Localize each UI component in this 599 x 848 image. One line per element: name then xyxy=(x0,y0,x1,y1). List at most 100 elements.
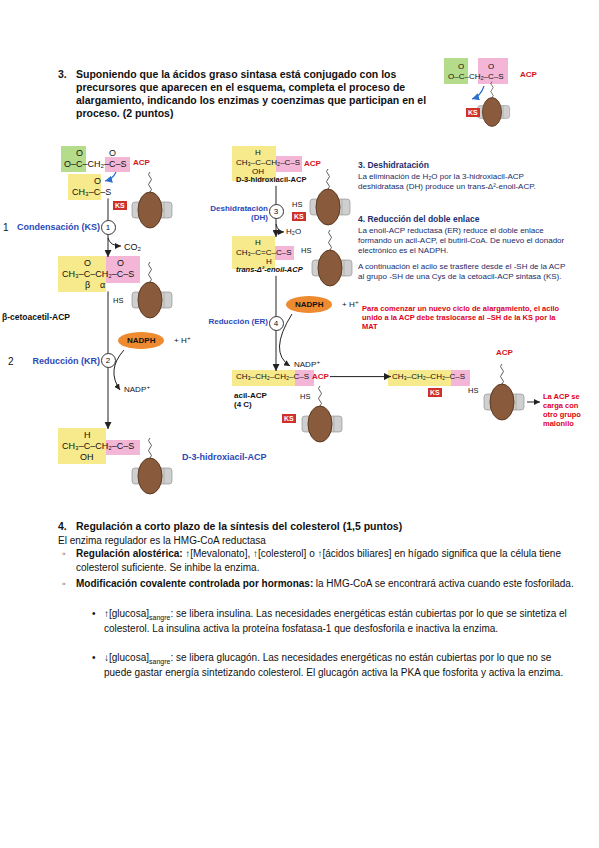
atom-label: D-3-hidroxiacil-ACP xyxy=(236,176,306,185)
atom-label: ACP xyxy=(312,372,329,381)
label-text: Reducción (ER) xyxy=(208,317,268,326)
text-block: acil-ACP (4 C) xyxy=(234,392,274,410)
atom-label: H xyxy=(255,238,261,247)
text-block: + H⁺ xyxy=(342,300,359,310)
text-block: HS xyxy=(292,200,302,209)
molecule-box: CH₃–C–CH₂–C–SHOHD-3-hidroxiacil-ACP xyxy=(236,148,306,185)
text-block: ◦ xyxy=(62,547,66,561)
formula-text: NADPH xyxy=(295,300,323,309)
text-block: El enzima regulador es la HMG-CoA reduct… xyxy=(58,534,578,548)
text-block: 3. Deshidratación xyxy=(358,160,429,171)
atom-label: O xyxy=(458,62,464,71)
text-block: KS xyxy=(292,212,306,221)
text-block: 4. Reducción del doble enlace xyxy=(358,214,479,225)
text-block: ◦ xyxy=(62,577,66,591)
label-text: ◦ xyxy=(62,578,66,589)
text-block: HS xyxy=(301,246,311,255)
atom-label: H xyxy=(84,430,91,440)
text-block: La enoil-ACP reductasa (ER) reduce el do… xyxy=(358,226,570,255)
text-block: HS xyxy=(113,296,123,305)
label-text: acil-ACP (4 C) xyxy=(234,391,267,409)
text-block: Regulación a corto plazo de la síntesis … xyxy=(76,520,576,533)
label-text: HS xyxy=(292,200,302,209)
label-text: 1 xyxy=(3,222,9,233)
atom-label: trans-Δ²-enoil-ACP xyxy=(236,266,303,275)
label-text: ACP xyxy=(496,348,513,357)
label-text: HS xyxy=(301,246,311,255)
label-text: HS xyxy=(113,296,123,305)
label-text: ACP xyxy=(520,70,537,79)
label-text: Reducción (KR) xyxy=(33,356,101,366)
text-block: KS xyxy=(466,108,480,117)
step-number: 3 xyxy=(269,204,284,219)
label-text: El enzima regulador es la HMG-CoA reduct… xyxy=(58,535,266,546)
label-text: ◦ xyxy=(62,548,66,559)
molecule-box: O–C–CH₂–C–SOO xyxy=(64,148,127,169)
text-block: ACP xyxy=(133,158,150,168)
illustration-path xyxy=(105,172,116,181)
text-block: Reducción (KR) xyxy=(20,356,100,367)
step-number: 4 xyxy=(269,316,284,331)
label-text: 4. Reducción del doble enlace xyxy=(358,214,479,224)
atom-label: β xyxy=(85,280,90,290)
label-text: ACP xyxy=(133,158,150,167)
molecule-box: CH₃–C–CH₂–C–SHOH xyxy=(62,430,134,462)
text-block: H₂O xyxy=(286,227,301,237)
text-block: ACP xyxy=(496,348,513,358)
label-text: A continuación el acilo se trasfiere des… xyxy=(358,262,565,281)
label-text: Para comenzar un nuevo ciclo de alargami… xyxy=(362,304,559,331)
text-block: 4. xyxy=(58,520,67,533)
text-block: 3. xyxy=(58,68,67,81)
atom-label: O xyxy=(76,148,83,158)
illustration-path xyxy=(108,238,121,246)
text-block: Para comenzar un nuevo ciclo de alargami… xyxy=(362,304,572,331)
label-text: ↓[glucosa] xyxy=(104,652,149,663)
label-text: Suponiendo que la ácidos graso sintasa e… xyxy=(76,68,426,119)
atom-label: O xyxy=(488,62,494,71)
label-text: KS xyxy=(294,213,304,220)
label-text: 4. xyxy=(58,520,67,532)
formula-text: CH₃–C–CH₂–C–S xyxy=(236,158,306,167)
text-block: ACP xyxy=(520,70,537,80)
label-text: Regulación alostérica: xyxy=(76,548,183,559)
label-text: HS xyxy=(300,392,310,401)
label-text: β-cetoacetil-ACP xyxy=(2,312,70,322)
formula-text: O–C–CH₂–C–S xyxy=(448,72,504,81)
text-block: • xyxy=(92,651,96,665)
label-text: D-3-hidroxiacil-ACP xyxy=(182,452,267,462)
label-text: sangre xyxy=(149,658,170,665)
formula-text: CH₃–C–CH₂–C–S xyxy=(62,441,134,451)
cofactor-ellipse: NADPH xyxy=(118,332,164,349)
illustration-use xyxy=(132,438,172,494)
atom-label: α xyxy=(100,280,105,290)
text-block: CO₂ xyxy=(124,242,141,253)
text-block: β-cetoacetil-ACP xyxy=(2,312,70,323)
label-text: + H⁺ xyxy=(342,300,359,309)
text-block: 2 xyxy=(8,356,14,369)
illustration-use xyxy=(132,172,172,228)
molecule-box: O–C–CH₂–C–SO O xyxy=(448,62,504,81)
text-block: La ACP se carga con otro grupo malonilo xyxy=(543,392,595,428)
label-text: Modificación covalente controlada por ho… xyxy=(76,578,313,589)
text-block: Regulación alostérica:↑[Mevalonato], ↑[c… xyxy=(76,547,581,574)
illustration-use xyxy=(312,230,352,286)
formula-text: CH₃–CH₂–CH₂–C–S xyxy=(236,372,309,381)
atom-label: O xyxy=(117,258,124,268)
formula-text: CH₃–C–S xyxy=(72,187,111,197)
label-text: + H⁺ xyxy=(174,336,191,345)
label-text: KS xyxy=(284,415,294,422)
step-number: 1 xyxy=(101,220,116,235)
molecule-box: CH₃–C–CH₂–C–SOOβα xyxy=(62,258,134,290)
molecule-box: CH₃–CH₂–CH₂–C–S xyxy=(392,372,465,381)
illustration-path xyxy=(114,350,124,390)
molecule-box: CH₃–C–SO xyxy=(72,176,111,197)
text-block: ↓[glucosa]sangre: se libera glucagón. La… xyxy=(104,651,581,680)
cofactor-ellipse: NADPH xyxy=(286,296,332,313)
formula-text: CH₃–CH₂–CH₂–C–S xyxy=(392,372,465,381)
text-block: Modificación covalente controlada por ho… xyxy=(76,577,581,591)
label-text: La enoil-ACP reductasa (ER) reduce el do… xyxy=(358,226,564,255)
label-text: ACP xyxy=(304,159,321,168)
